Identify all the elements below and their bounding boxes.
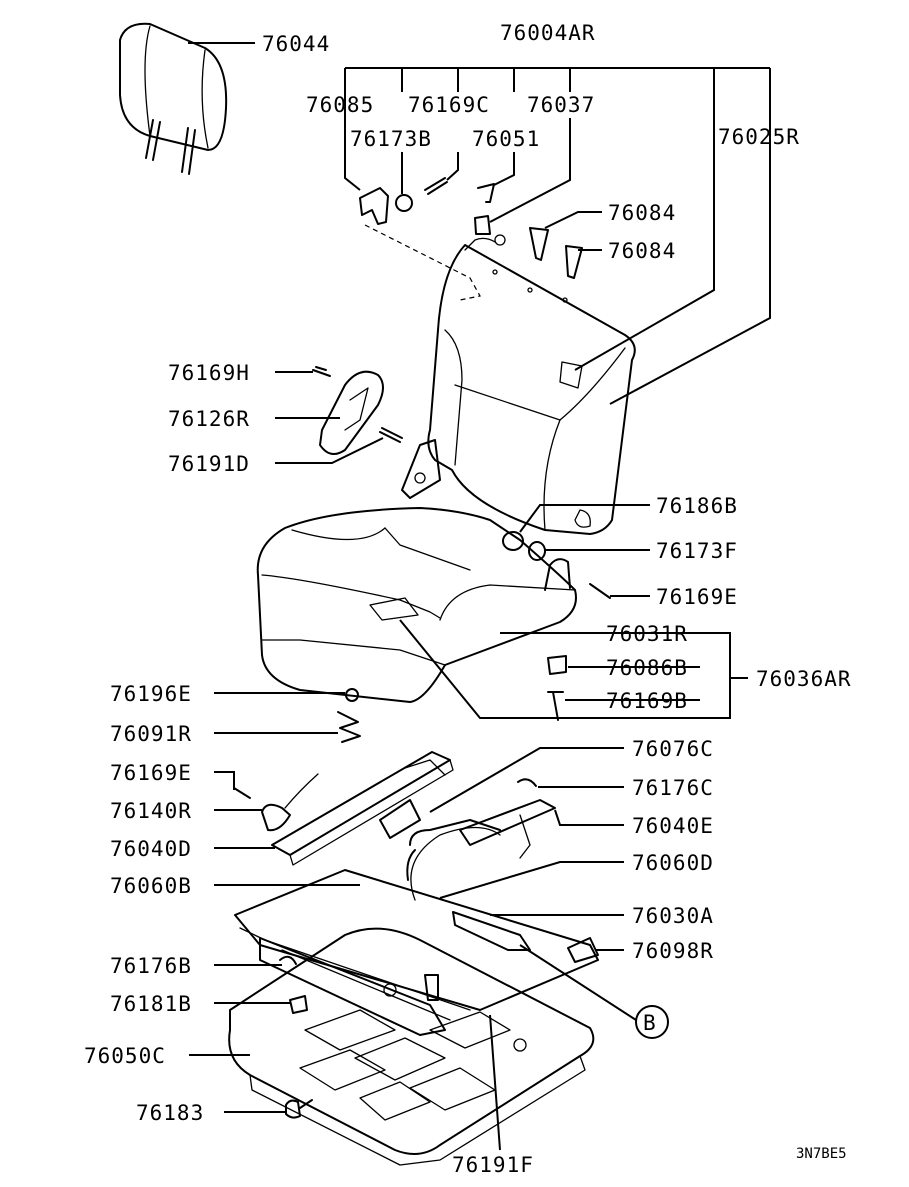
label-76181B: 76181B — [110, 992, 192, 1016]
label-76036AR: 76036AR — [756, 667, 852, 691]
leader-lines — [188, 42, 771, 1151]
label-76084-upper: 76084 — [608, 201, 676, 225]
label-76176B: 76176B — [110, 954, 192, 978]
seat-cushion-drawing — [256, 507, 577, 703]
part-labels: 76044 76004AR 76085 76169C 76037 76173B … — [84, 21, 852, 1177]
label-76173F: 76173F — [656, 539, 738, 563]
label-76040E: 76040E — [632, 814, 714, 838]
label-76050C: 76050C — [84, 1044, 166, 1068]
label-76076C: 76076C — [632, 737, 714, 761]
label-76084-lower: 76084 — [608, 239, 676, 263]
label-76044: 76044 — [262, 32, 330, 56]
callout-b: B — [635, 1005, 669, 1039]
label-76169C: 76169C — [408, 93, 490, 117]
rails-frame-drawing — [234, 751, 599, 1036]
label-76176C: 76176C — [632, 776, 714, 800]
label-76173B: 76173B — [350, 127, 432, 151]
label-76004AR: 76004AR — [500, 21, 596, 45]
headrest-drawing — [119, 22, 228, 175]
seat-back-drawing — [364, 224, 636, 535]
label-76037: 76037 — [527, 93, 595, 117]
label-76169B: 76169B — [606, 689, 688, 713]
label-76186B: 76186B — [656, 494, 738, 518]
label-76060B: 76060B — [110, 874, 192, 898]
label-76060D: 76060D — [632, 851, 714, 875]
label-76051: 76051 — [472, 127, 540, 151]
label-76086B: 76086B — [606, 656, 688, 680]
label-76169H: 76169H — [168, 361, 250, 385]
label-76140R: 76140R — [110, 799, 192, 823]
label-76030A: 76030A — [632, 904, 714, 928]
label-76169E-right: 76169E — [656, 585, 738, 609]
label-76191F: 76191F — [452, 1153, 534, 1177]
label-76091R: 76091R — [110, 722, 192, 746]
label-76183: 76183 — [136, 1101, 204, 1125]
label-76196E: 76196E — [110, 682, 192, 706]
floor-pan-drawing — [228, 778, 595, 1166]
label-76025R: 76025R — [718, 125, 800, 149]
diagram-code: 3N7BE5 — [796, 1146, 847, 1162]
hardware-drawing — [233, 177, 611, 832]
label-76085: 76085 — [306, 93, 374, 117]
label-76040D: 76040D — [110, 837, 192, 861]
label-76098R: 76098R — [632, 939, 714, 963]
label-76126R: 76126R — [168, 407, 250, 431]
label-76191D: 76191D — [168, 452, 250, 476]
label-76169E-left: 76169E — [110, 761, 192, 785]
callout-b-letter: B — [643, 1011, 657, 1035]
label-76031R: 76031R — [606, 622, 688, 646]
